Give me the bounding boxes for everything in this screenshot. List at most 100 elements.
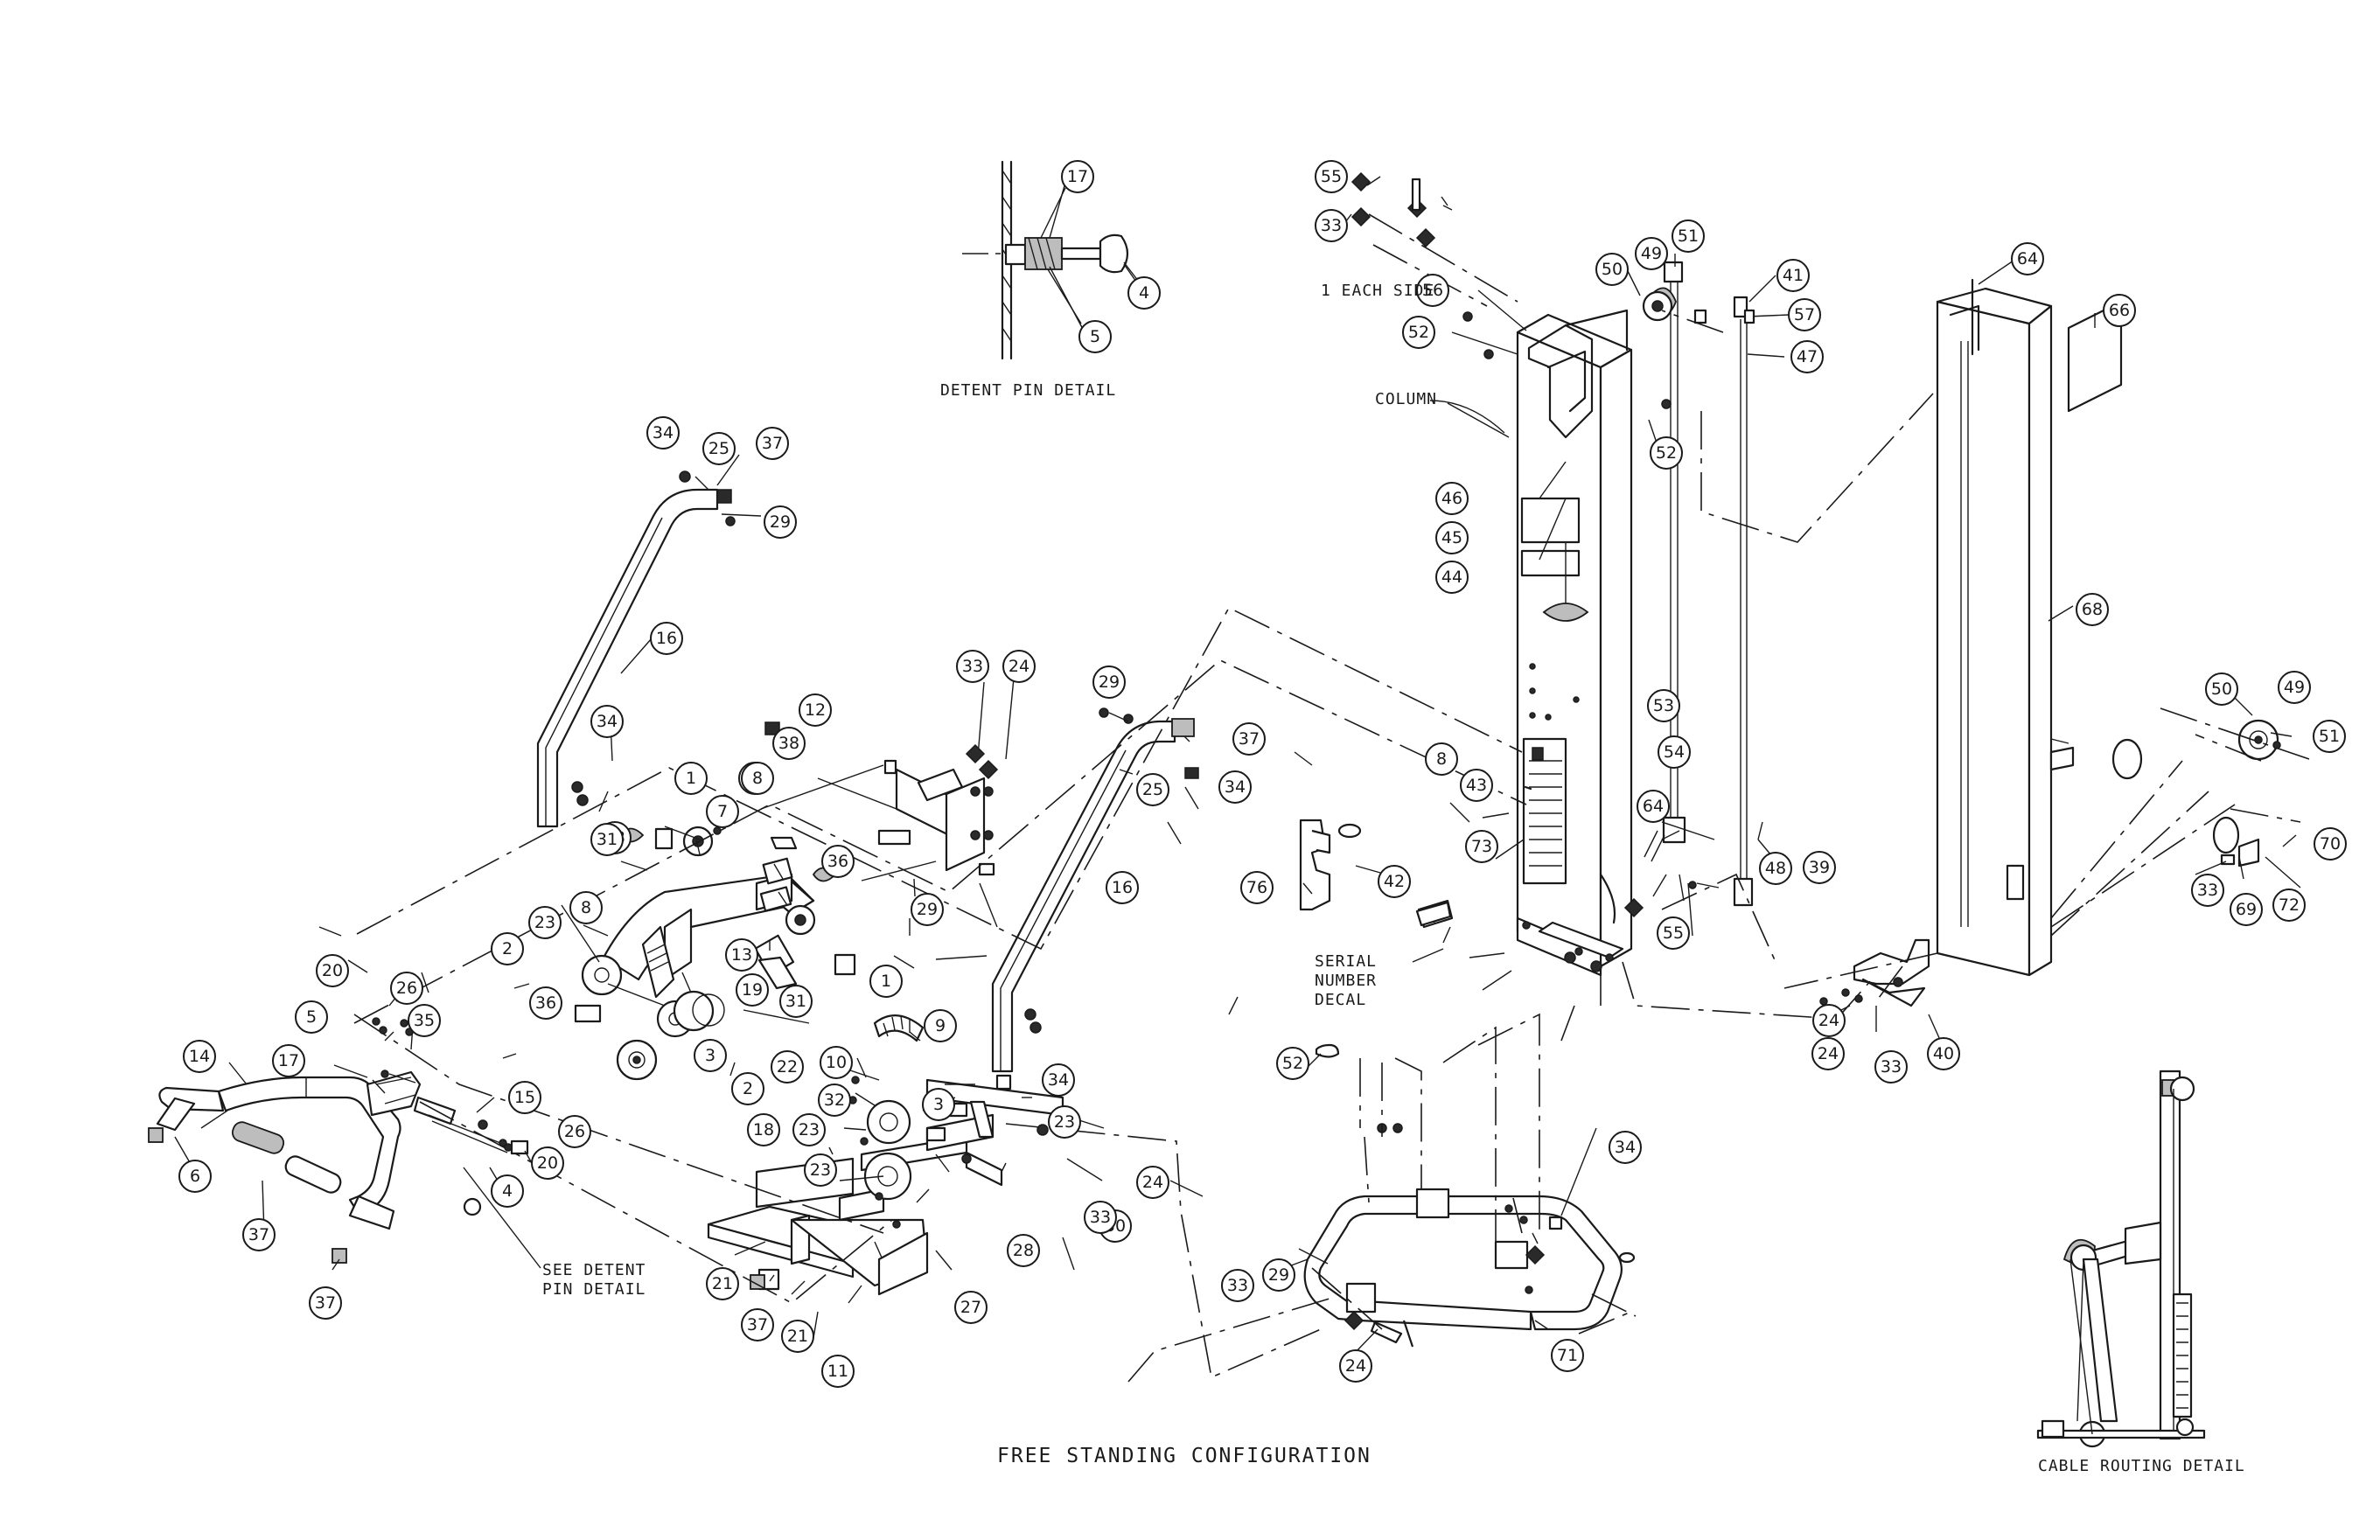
callout-33: 33 (2191, 874, 2224, 907)
callout-15: 15 (508, 1081, 541, 1114)
callout-number: 8 (1436, 749, 1447, 769)
callout-circle (569, 891, 603, 924)
callout-circle (1672, 220, 1705, 253)
callout-25: 25 (1136, 773, 1169, 806)
callout-3: 3 (922, 1088, 955, 1121)
callout-number: 57 (1794, 305, 1815, 324)
callout-circle (531, 1146, 564, 1180)
callout-number: 27 (960, 1298, 981, 1317)
callout-circle (2103, 294, 2136, 327)
callout-71: 71 (1551, 1339, 1584, 1372)
callout-circle (1647, 689, 1680, 722)
callout-circle (295, 1000, 328, 1034)
callout-34: 34 (1609, 1131, 1642, 1164)
callout-number: 1 (881, 972, 891, 991)
callout-number: 69 (2236, 900, 2257, 919)
callout-circle (820, 1046, 853, 1079)
callout-number: 10 (826, 1053, 847, 1072)
callout-29: 29 (1262, 1258, 1295, 1292)
callout-17: 17 (272, 1044, 305, 1077)
callout-circle (491, 1174, 524, 1208)
callout-37: 37 (1232, 722, 1266, 756)
callout-circle (2313, 720, 2346, 753)
callout-circle (491, 932, 524, 965)
callout-16: 16 (650, 622, 683, 655)
callout-37: 37 (756, 427, 789, 460)
callout-27: 27 (954, 1291, 988, 1324)
callout-20: 20 (531, 1146, 564, 1180)
callout-73: 73 (1465, 830, 1498, 863)
callout-circle (924, 1009, 957, 1042)
callout-circle (590, 823, 624, 856)
callout-circle (650, 622, 683, 655)
callout-number: 24 (1009, 657, 1029, 676)
pulley-group-right (2049, 719, 2281, 868)
callout-53: 53 (1647, 689, 1680, 722)
callout-1: 1 (869, 965, 903, 998)
callout-circle (2230, 893, 2263, 926)
callout-circle (1650, 436, 1683, 470)
callout-39: 39 (1803, 851, 1836, 884)
callout-number: 35 (414, 1011, 435, 1030)
callout-circle (178, 1160, 212, 1193)
callout-circle (1048, 1105, 1081, 1139)
callout-number: 31 (785, 992, 806, 1011)
callout-34: 34 (590, 705, 624, 738)
callout-42: 42 (1378, 865, 1411, 898)
callout-32: 32 (818, 1084, 851, 1117)
callout-number: 41 (1783, 266, 1804, 285)
callout-circle (272, 1044, 305, 1077)
callout-9: 9 (924, 1009, 957, 1042)
callout-circle (869, 965, 903, 998)
callout-55: 55 (1315, 160, 1348, 193)
callout-37: 37 (741, 1308, 774, 1341)
callout-number: 3 (705, 1046, 715, 1065)
callout-number: 52 (1408, 323, 1429, 342)
callout-45: 45 (1435, 521, 1469, 554)
callout-circle (731, 1072, 764, 1105)
callout-number: 29 (1268, 1265, 1289, 1285)
callout-24: 24 (1812, 1004, 1846, 1037)
callout-circle (1378, 865, 1411, 898)
callout-number: 4 (502, 1181, 513, 1201)
callout-20: 20 (316, 954, 349, 987)
callout-number: 23 (534, 913, 555, 932)
callout-number: 68 (2082, 600, 2103, 619)
callout-number: 33 (1090, 1208, 1111, 1227)
callout-38: 38 (772, 727, 806, 760)
callout-4: 4 (1127, 276, 1161, 310)
callout-48: 48 (1759, 852, 1792, 885)
callout-24: 24 (1339, 1349, 1372, 1383)
callout-49: 49 (1635, 237, 1668, 270)
callout-43: 43 (1460, 769, 1493, 802)
callout-26: 26 (390, 972, 423, 1005)
callout-34: 34 (1218, 770, 1252, 804)
callout-17: 17 (1061, 160, 1094, 193)
callout-number: 37 (747, 1315, 768, 1334)
callout-circle (1002, 650, 1036, 683)
callout-34: 34 (646, 416, 680, 449)
callout-circle (309, 1286, 342, 1320)
callout-70: 70 (2314, 827, 2347, 861)
callout-circle (1127, 276, 1161, 310)
callout-circle (1609, 1131, 1642, 1164)
callout-number: 33 (962, 657, 983, 676)
callout-number: 72 (2279, 895, 2300, 915)
callout-circle (242, 1218, 276, 1251)
callout-number: 24 (1818, 1044, 1839, 1063)
callout-number: 23 (799, 1120, 820, 1139)
callout-8: 8 (741, 762, 774, 795)
callout-circle (1315, 209, 1348, 242)
callout-50: 50 (2205, 672, 2238, 706)
callout-number: 29 (917, 900, 938, 919)
callout-circle (508, 1081, 541, 1114)
callout-circle (771, 1050, 804, 1084)
callout-26: 26 (558, 1115, 591, 1148)
callout-circle (529, 986, 562, 1020)
callout-number: 7 (717, 802, 728, 821)
callout-number: 19 (742, 980, 763, 1000)
callout-number: 23 (810, 1160, 831, 1180)
callout-circle (1595, 253, 1629, 286)
